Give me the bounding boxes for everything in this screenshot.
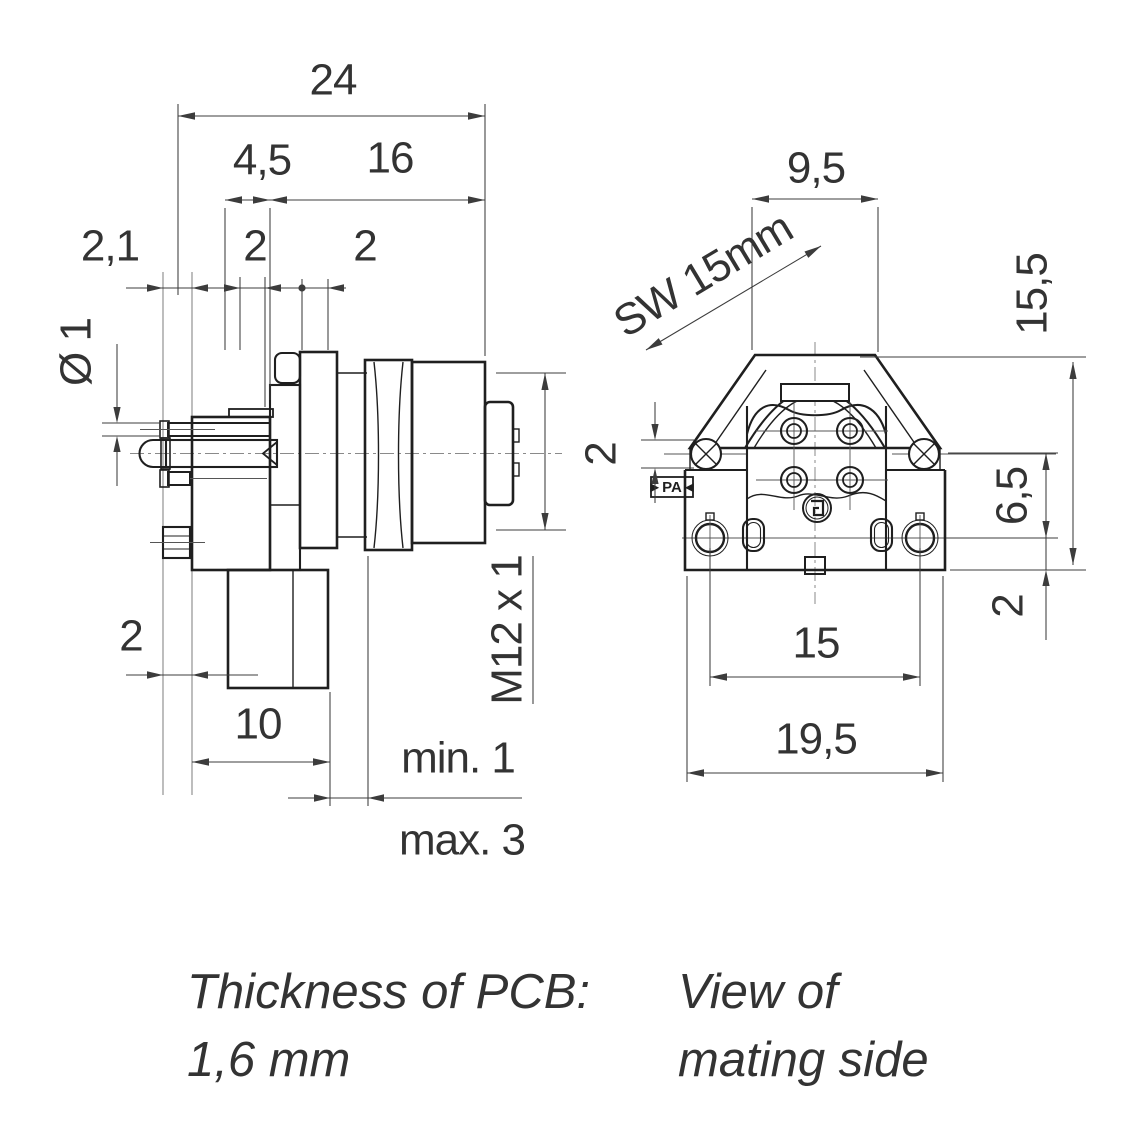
dim-screw-to-edge: 2 — [984, 538, 1050, 640]
dim-screw-spacing: 15 — [709, 548, 921, 686]
material-marking-label: ►PA◄ — [647, 479, 696, 496]
material-marking: ►PA◄ — [647, 476, 697, 498]
dim-wrench-size: SW 15mm — [605, 203, 822, 351]
dim-body-width-label: 10 — [235, 700, 282, 749]
dim-panel-max-label: max. 3 — [399, 816, 525, 865]
dim-key-width: 9,5 — [751, 144, 879, 352]
bottom-tab — [804, 556, 826, 575]
dim-stud-length-label: 2 — [119, 612, 142, 661]
hex-nut-side — [363, 358, 414, 552]
right-slot — [869, 517, 894, 553]
dim-pin-diameter: Ø 1 — [52, 318, 160, 486]
center-pin — [164, 438, 279, 469]
dim-front-length-label: 16 — [367, 134, 414, 183]
mount-tab — [273, 351, 302, 385]
left-view-housing — [190, 350, 520, 690]
dim-thread-label: M12 x 1 — [483, 555, 532, 705]
binder-logo-icon — [802, 493, 832, 523]
dim-panel-thickness: min. 1 max. 3 — [288, 556, 526, 865]
dim-lug-to-screw: 6,5 — [946, 452, 1058, 539]
dim-key-width-label: 9,5 — [787, 144, 845, 193]
right-view: ►PA◄ 9,5 — [577, 144, 1086, 782]
left-slot — [741, 517, 766, 553]
left-caption-line1: Thickness of PCB: — [187, 965, 590, 1019]
captions: Thickness of PCB: 1,6 mm View of mating … — [187, 965, 929, 1087]
right-caption-line2: mating side — [678, 1033, 929, 1087]
dim-pin-diameter-label: Ø 1 — [52, 318, 101, 386]
lower-block — [226, 568, 330, 690]
connector-barrel — [410, 360, 487, 545]
dim-screw-to-edge-label: 2 — [984, 594, 1033, 617]
dim-height: 15,5 — [860, 253, 1086, 571]
dim-pcb-span-label: 2,1 — [81, 222, 139, 271]
lower-pin — [167, 471, 191, 486]
dim-45-16: 4,5 16 — [224, 134, 485, 400]
dim-screw-spacing-label: 15 — [793, 619, 840, 668]
side-lugs — [689, 437, 941, 471]
mating-tip — [483, 400, 515, 507]
keyway-window — [780, 383, 850, 402]
contact-pins — [756, 402, 888, 510]
dim-panel-min-label: min. 1 — [401, 734, 515, 783]
dim-21-2-2: 2,1 2 2 — [81, 222, 378, 407]
dim-height-label: 15,5 — [1008, 253, 1057, 335]
flange-plate — [683, 404, 947, 575]
dim-lug-thickness-label: 2 — [577, 442, 626, 465]
dim-body-width: 10 — [192, 692, 331, 806]
dim-flange-offset-label: 4,5 — [233, 136, 291, 185]
flange-slab — [298, 350, 339, 550]
dim-lug-thickness: 2 — [577, 402, 694, 503]
left-caption-line2: 1,6 mm — [187, 1033, 350, 1087]
dim-small-b-label: 2 — [353, 222, 376, 271]
center-pin-cap — [138, 438, 166, 469]
dim-total-depth: 24 — [177, 56, 486, 356]
left-view: 24 4,5 16 2,1 2 — [52, 56, 566, 865]
dim-lug-to-screw-label: 6,5 — [988, 467, 1037, 525]
pcb-lines — [162, 272, 193, 795]
solder-pins — [138, 420, 279, 560]
right-caption-line1: View of — [678, 965, 842, 1019]
dim-stud-length: 2 — [119, 612, 258, 679]
dim-flange-width: 19,5 — [686, 576, 944, 782]
mid-column — [268, 383, 302, 572]
dim-thread: M12 x 1 — [483, 372, 566, 705]
dim-flange-width-label: 19,5 — [775, 715, 857, 764]
dim-small-a-label: 2 — [243, 222, 266, 271]
dim-total-depth-label: 24 — [310, 56, 357, 105]
